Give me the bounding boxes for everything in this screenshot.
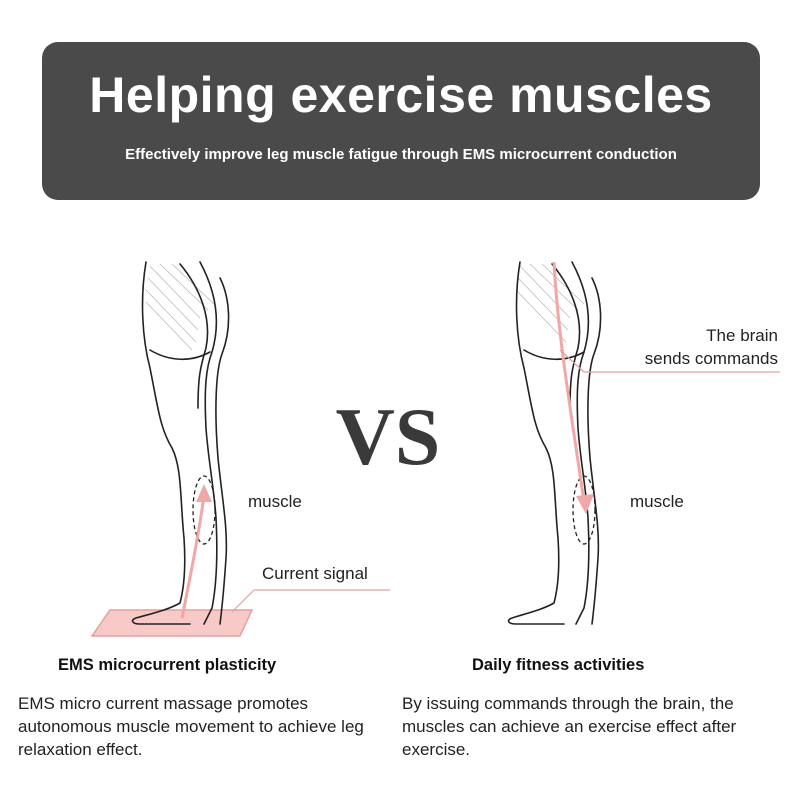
muscle-highlight [572,475,596,545]
left-column-title: EMS microcurrent plasticity [58,656,277,674]
current-signal-label: Current signal [262,564,368,583]
left-leg-illustration [90,261,254,637]
header-banner: Helping exercise muscles Effectively imp… [42,42,760,200]
right-leg-illustration [507,261,602,625]
vs-text: VS [335,391,441,482]
page-subtitle: Effectively improve leg muscle fatigue t… [125,146,677,163]
right-muscle-label: muscle [630,492,684,511]
right-column-title: Daily fitness activities [472,656,645,674]
brain-callout-line [560,349,780,373]
brain-label-line2: sends commands [644,349,778,368]
current-signal-callout-line [232,589,390,613]
ems-pad [90,609,254,637]
muscle-highlight [192,475,216,545]
left-muscle-label: muscle [248,492,302,511]
right-column-description: By issuing commands through the brain, t… [402,694,737,759]
brain-label-line1: The brain [706,326,778,345]
left-column-description: EMS micro current massage promotes auton… [18,694,364,759]
page-title: Helping exercise muscles [89,67,713,123]
